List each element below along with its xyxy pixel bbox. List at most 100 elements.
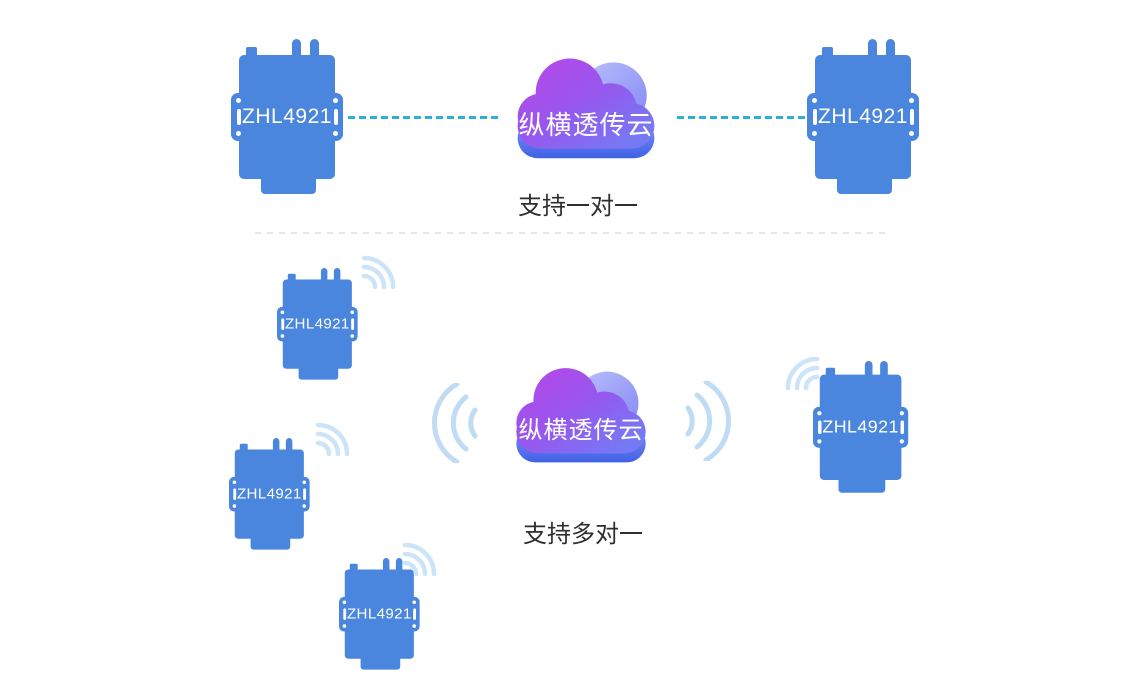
ear-hole-icon [342, 600, 347, 605]
wifi-signal-icon [399, 536, 443, 580]
cloud-shape [517, 58, 655, 159]
mount-ear-icon [346, 306, 358, 342]
signal-arc [361, 273, 378, 290]
radio-waves-icon [423, 381, 485, 465]
ear-hole-icon [812, 131, 817, 136]
ear-hole-icon [302, 504, 307, 508]
ear-hole-icon [236, 98, 241, 103]
ear-hole-icon [302, 480, 307, 485]
cloud-main [516, 368, 646, 454]
antenna-icon [886, 39, 895, 65]
mount-ear-icon [231, 93, 246, 141]
device-body [819, 374, 902, 480]
ear-hole-icon [350, 310, 355, 315]
ear-hole-icon [817, 439, 822, 444]
wifi-signal-icon [779, 350, 823, 394]
signal-arc [402, 542, 437, 577]
device-zhl4921: ZHL4921 [339, 558, 420, 670]
mount-ear-icon [298, 476, 310, 512]
radio-waves-icon [678, 379, 740, 463]
antenna-icon [310, 39, 319, 65]
device-label: ZHL4921 [818, 105, 908, 128]
device-label: ZHL4921 [236, 485, 302, 503]
ear-slot-icon [817, 420, 822, 435]
ear-hole-icon [236, 131, 241, 136]
cloud-label: 纵横透传云 [518, 417, 644, 444]
device-zhl4921: ZHL4921 [231, 39, 343, 194]
ear-hole-icon [412, 624, 417, 628]
ear-slot-icon [236, 109, 241, 125]
wave-arc [468, 407, 478, 439]
wifi-signal-icon [312, 416, 356, 460]
ear-slot-icon [900, 420, 904, 435]
wave-arc [432, 381, 460, 465]
section-caption-many-to-one: 支持多对一 [523, 521, 643, 548]
wave-arc [703, 379, 731, 463]
ear-slot-icon [232, 488, 236, 500]
device-notch [822, 47, 833, 57]
section-divider [255, 232, 890, 234]
wifi-signal-icon [358, 249, 402, 293]
device-foot [250, 538, 291, 550]
device-body [234, 449, 304, 539]
cloud-label: 纵横透传云 [518, 110, 654, 140]
device-notch [287, 273, 296, 281]
ear-slot-icon [812, 109, 817, 125]
device-notch [825, 367, 836, 377]
device-zhl4921: ZHL4921 [813, 361, 909, 493]
mount-ear-icon [339, 596, 350, 632]
ear-hole-icon [342, 624, 347, 628]
mount-ear-icon [904, 93, 919, 141]
ear-slot-icon [302, 488, 306, 500]
signal-arc [361, 255, 396, 290]
antenna-icon [285, 438, 293, 457]
ear-hole-icon [280, 334, 285, 338]
antenna-icon [868, 39, 877, 65]
device-foot [298, 368, 339, 380]
signal-arc [315, 422, 350, 457]
dashed-link-left [348, 116, 500, 119]
device-foot [261, 178, 316, 194]
signal-arc [402, 560, 419, 577]
mount-ear-icon [408, 596, 420, 632]
signal-arc [785, 356, 820, 391]
ear-hole-icon [817, 411, 822, 416]
signal-arc [803, 374, 820, 391]
mount-ear-icon [277, 306, 288, 342]
antenna-icon [292, 39, 301, 65]
mount-ear-icon [807, 93, 822, 141]
cloud-main [517, 58, 655, 149]
device-body [282, 279, 352, 369]
cloud-shape [516, 368, 646, 463]
device-label: ZHL4921 [242, 105, 332, 128]
device-body [344, 569, 414, 659]
ear-hole-icon [909, 131, 914, 136]
wave-arc [694, 392, 713, 450]
signal-arc [315, 431, 341, 457]
device-body [239, 55, 335, 179]
device-zhl4921: ZHL4921 [277, 268, 358, 380]
antenna-icon [382, 558, 390, 577]
device-foot [838, 479, 886, 493]
ear-slot-icon [342, 608, 346, 620]
ear-hole-icon [412, 600, 417, 605]
antenna-icon [333, 268, 341, 287]
ear-hole-icon [232, 480, 237, 485]
wave-arc [685, 405, 695, 437]
device-foot [837, 178, 892, 194]
ear-slot-icon [412, 608, 416, 620]
ear-hole-icon [899, 411, 904, 416]
signal-arc [315, 440, 332, 457]
ear-slot-icon [909, 109, 914, 125]
ear-hole-icon [333, 98, 338, 103]
ear-hole-icon [909, 98, 914, 103]
antenna-icon [320, 268, 328, 287]
antenna-icon [864, 361, 873, 384]
antenna-icon [272, 438, 280, 457]
ear-hole-icon [350, 334, 355, 338]
device-label: ZHL4921 [346, 605, 412, 623]
antenna-icon [880, 361, 888, 384]
ear-hole-icon [812, 98, 817, 103]
device-notch [349, 563, 358, 571]
